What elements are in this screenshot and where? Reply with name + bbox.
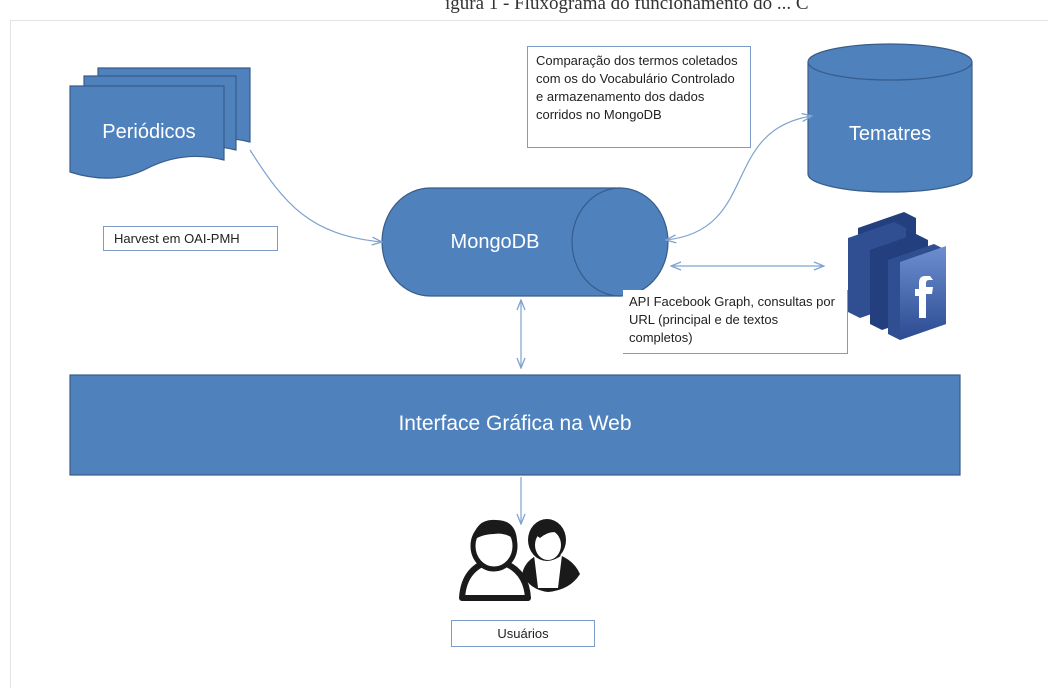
periodicos-documents (69, 67, 251, 179)
arrow-tematres-mongodb (666, 116, 812, 240)
facebook-icon (848, 212, 946, 340)
interface-box (69, 374, 961, 476)
figure-caption: igura 1 - Fluxograma do funcionamento do… (445, 0, 809, 14)
arrow-periodicos-to-mongodb (249, 149, 382, 242)
facebook-api-label: API Facebook Graph, consultas por URL (p… (623, 290, 848, 354)
connectors (249, 116, 824, 524)
harvest-label: Harvest em OAI-PMH (103, 226, 278, 251)
users-icon (459, 519, 580, 601)
document-front (69, 85, 225, 179)
usuarios-label: Usuários (451, 620, 595, 647)
diagram-frame (10, 20, 1048, 688)
tematres-cylinder (807, 43, 973, 193)
comparacao-label: Comparação dos termos coletados com os d… (527, 46, 751, 148)
mongodb-cylinder (381, 187, 669, 297)
